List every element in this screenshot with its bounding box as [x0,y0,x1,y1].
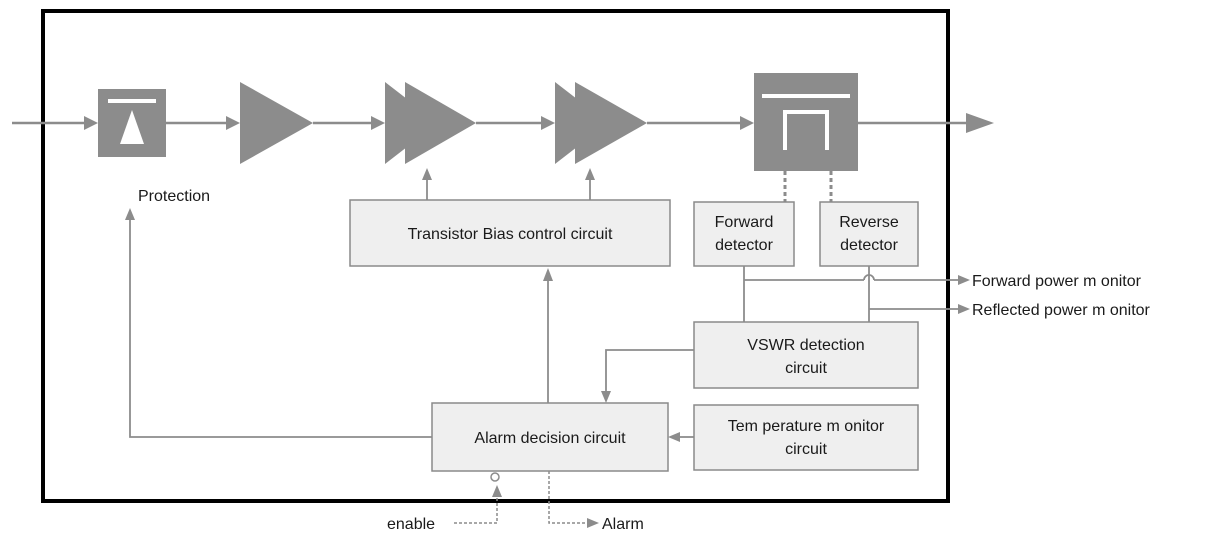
forward-monitor-arrow [958,275,970,285]
bias-control-box [349,199,671,267]
directional-coupler-block [754,73,858,171]
module-frame [41,9,950,503]
temperature-label-2: circuit [785,441,827,458]
forward-power-monitor-label: Forward power m onitor [972,273,1142,290]
temperature-monitor-box [693,404,919,471]
forward-detector-label-1: Forward [715,214,774,231]
vswr-detection-box [693,321,919,389]
vswr-to-alarm-line [605,349,694,393]
alarm-to-bias-arrow [543,268,553,281]
protection-label: Protection [138,188,210,205]
reverse-detector-box [819,201,919,267]
vswr-to-alarm-arrow [601,391,611,403]
alarm-decision-box [431,402,669,472]
reflected-power-monitor-label: Reflected power m onitor [972,302,1151,319]
input-arrow [84,116,98,130]
alarm-label: Alarm [602,516,644,533]
enable-active-low-bubble [490,472,500,482]
temp-to-alarm-arrow [668,432,680,442]
temperature-label-1: Tem perature m onitor [728,418,885,435]
reflected-monitor-arrow [958,304,970,314]
output-arrow [966,113,994,133]
alarm-to-protection-line [129,218,432,438]
bias-to-stage2-arrow [422,168,432,180]
amplifier-stage-3 [555,82,647,164]
alarm-output-line [548,471,588,524]
alarm-to-protection-arrow [125,208,135,220]
bias-control-label: Transistor Bias control circuit [408,226,613,243]
enable-line [454,497,498,524]
protection-block [98,89,166,157]
alarm-output-arrow [587,518,599,528]
reverse-detector-label-2: detector [840,237,898,254]
enable-arrow [492,485,502,497]
bias-to-stage3-arrow [585,168,595,180]
vswr-label-1: VSWR detection [747,337,864,354]
forward-detector-box [693,201,795,267]
amplifier-stage-1 [240,82,313,164]
forward-detector-label-2: detector [715,237,773,254]
vswr-label-2: circuit [785,360,827,377]
enable-label: enable [387,516,435,533]
alarm-decision-label: Alarm decision circuit [474,430,626,447]
reverse-detector-label-1: Reverse [839,214,899,231]
amplifier-stage-2 [385,82,476,164]
